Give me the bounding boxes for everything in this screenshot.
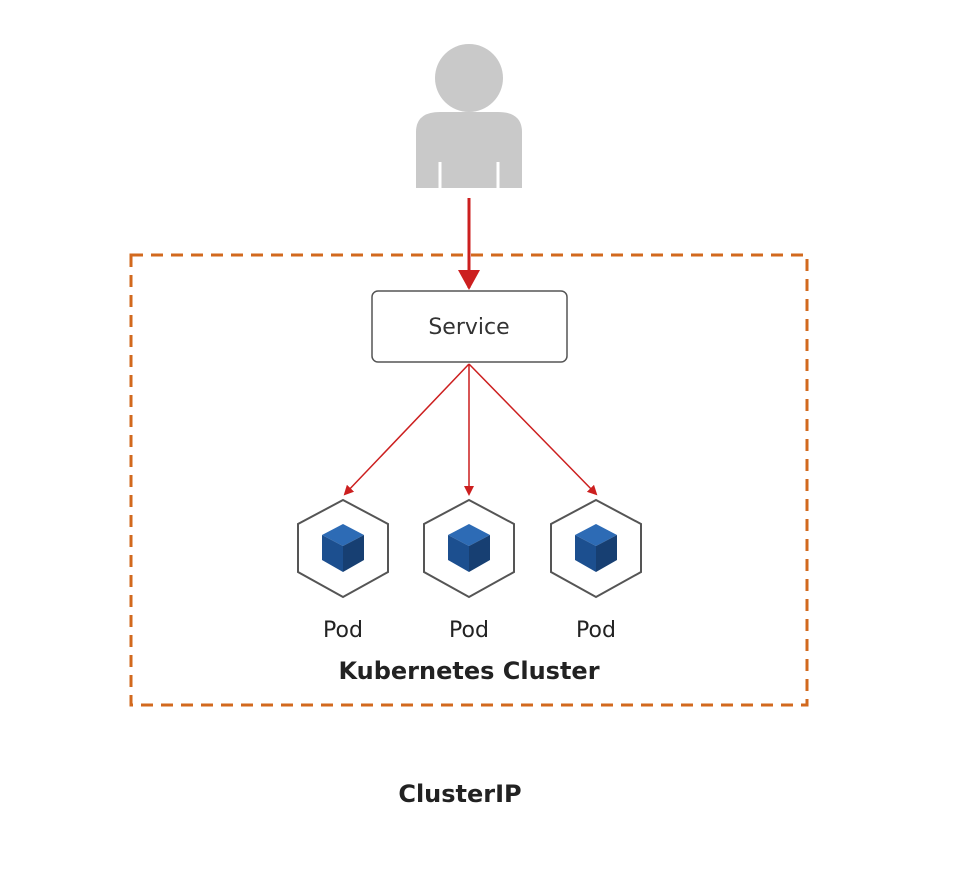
pod-node-2: Pod bbox=[423, 498, 515, 643]
service-to-pod-1-arrow bbox=[343, 363, 470, 496]
kubernetes-cluster-boundary bbox=[129, 253, 809, 707]
user-icon bbox=[416, 44, 522, 188]
pod-label: Pod bbox=[576, 618, 616, 643]
pod-label: Pod bbox=[323, 618, 363, 643]
pod-node-1: Pod bbox=[297, 498, 389, 643]
pod-label: Pod bbox=[449, 618, 489, 643]
service-label: Service bbox=[428, 315, 509, 340]
pod-cube-icon bbox=[423, 498, 515, 599]
pod-node-3: Pod bbox=[550, 498, 642, 643]
service-to-pod-3-arrow bbox=[468, 363, 598, 496]
diagram-caption: ClusterIP bbox=[398, 780, 521, 808]
pod-cube-icon bbox=[550, 498, 642, 599]
cluster-label: Kubernetes Cluster bbox=[338, 657, 599, 685]
pod-cube-icon bbox=[297, 498, 389, 599]
service-node: Service bbox=[371, 290, 568, 363]
